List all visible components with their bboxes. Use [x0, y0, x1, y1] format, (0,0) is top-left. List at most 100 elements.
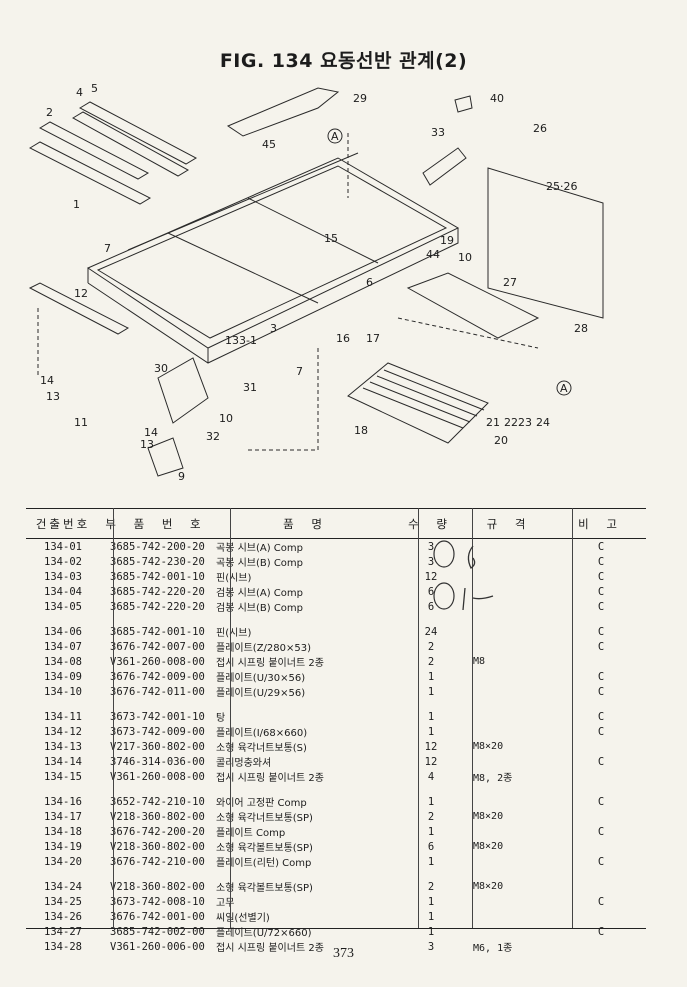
specification — [463, 624, 556, 639]
svg-text:2: 2 — [46, 106, 53, 119]
quantity: 3 — [427, 555, 435, 568]
svg-text:40: 40 — [490, 92, 504, 105]
specification — [463, 639, 556, 654]
part-number-ref: 134-17 — [44, 810, 82, 823]
quantity: 1 — [427, 910, 435, 923]
quantity: 1 — [427, 710, 435, 723]
svg-text:27: 27 — [503, 276, 517, 289]
specification: M8×20 — [473, 841, 504, 852]
plate-40-drawing — [454, 95, 473, 113]
svg-text:A: A — [331, 130, 339, 143]
column-divider — [230, 508, 231, 928]
part-name: 검봉 시브(B) Comp — [216, 603, 304, 614]
part-code: 3746-314-036-00 — [110, 755, 205, 768]
part-number-ref: 134-05 — [44, 600, 82, 613]
part-code: 3676-742-210-00 — [110, 855, 205, 868]
part-name: 플레이트(U/72×660) — [216, 928, 312, 939]
part-name: 플레이트(U/29×56) — [216, 688, 306, 699]
quantity: 4 — [427, 770, 435, 783]
part-code: 3673-742-008-10 — [110, 895, 205, 908]
remark: C — [597, 540, 605, 553]
column-divider — [418, 508, 419, 928]
col-header-no: 건출번호 — [26, 508, 100, 539]
part-code: 3673-742-001-10 — [110, 710, 205, 723]
remark: C — [597, 625, 605, 638]
part-number-ref: 134-20 — [44, 855, 82, 868]
bracket-33-drawing — [422, 147, 467, 186]
panel-25-26-drawing — [487, 167, 604, 319]
svg-text:7: 7 — [296, 365, 303, 378]
part-code: 3652-742-210-10 — [110, 795, 205, 808]
svg-text:31: 31 — [243, 381, 257, 394]
part-name: 소형 육각너트보통(S) — [216, 743, 307, 754]
bracket-9-drawing — [147, 437, 184, 477]
svg-text:45: 45 — [262, 138, 276, 151]
part-name: 플레이트(U/30×56) — [216, 673, 306, 684]
quantity: 1 — [427, 670, 435, 683]
svg-text:44: 44 — [426, 248, 440, 261]
bracket-27-drawing — [406, 272, 540, 339]
part-code: 3685-742-001-10 — [110, 570, 205, 583]
svg-text:25·26: 25·26 — [546, 180, 578, 193]
part-name: 핀(시브) — [216, 628, 252, 639]
column-divider — [572, 508, 573, 928]
specification — [463, 584, 556, 599]
svg-text:14: 14 — [144, 426, 158, 439]
specification: M8×20 — [473, 881, 504, 892]
remark: C — [597, 925, 605, 938]
part-code: V218-360-802-00 — [110, 880, 205, 893]
part-number-ref: 134-04 — [44, 585, 82, 598]
table-header-row: 건출번호 부 품 번 호 품 명 수 량 규 격 비 고 — [26, 508, 646, 539]
quantity: 1 — [427, 825, 435, 838]
part-code: 3676-742-011-00 — [110, 685, 205, 698]
col-header-part-number: 부 품 번 호 — [100, 508, 213, 539]
part-number-ref: 134-14 — [44, 755, 82, 768]
specification: M8×20 — [473, 741, 504, 752]
specification — [463, 539, 556, 555]
part-code: V361-260-008-00 — [110, 655, 205, 668]
quantity: 6 — [427, 585, 435, 598]
svg-text:133-1: 133-1 — [225, 334, 257, 347]
part-number-ref: 134-19 — [44, 840, 82, 853]
svg-text:19: 19 — [440, 234, 454, 247]
remark: C — [597, 895, 605, 908]
quantity: 12 — [424, 755, 438, 768]
quantity: 2 — [427, 640, 435, 653]
part-code: V361-260-008-00 — [110, 770, 205, 783]
remark: C — [597, 725, 605, 738]
remark: C — [597, 600, 605, 613]
svg-text:A: A — [560, 382, 568, 395]
remark: C — [597, 825, 605, 838]
part-name: 플레이트(I/68×660) — [216, 728, 308, 739]
remark — [556, 739, 646, 754]
part-name: 씨일(선별기) — [216, 913, 270, 924]
part-code: 3685-742-001-10 — [110, 625, 205, 638]
specification — [463, 794, 556, 809]
col-header-remarks: 비 고 — [556, 508, 646, 539]
part-name: 검봉 시브(A) Comp — [216, 588, 303, 599]
part-code: 3676-742-001-00 — [110, 910, 205, 923]
specification — [463, 724, 556, 739]
part-name: 콜리멍충와셔 — [216, 758, 272, 769]
part-name: 곡봉 시브(A) Comp — [216, 543, 303, 554]
svg-text:9: 9 — [178, 470, 185, 483]
specification — [463, 599, 556, 614]
part-code: 3676-742-009-00 — [110, 670, 205, 683]
specification — [463, 569, 556, 584]
part-code: V361-260-006-00 — [110, 940, 205, 953]
svg-text:28: 28 — [574, 322, 588, 335]
quantity: 24 — [424, 625, 438, 638]
